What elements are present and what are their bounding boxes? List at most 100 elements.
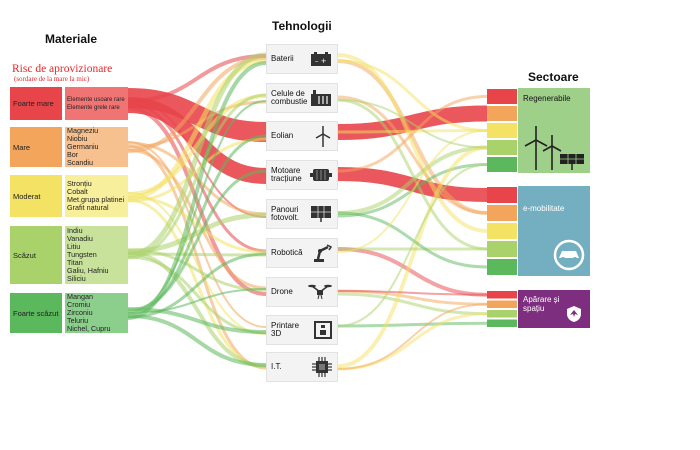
fuel-cell-icon [311, 90, 331, 106]
robot-arm-icon [314, 244, 332, 262]
flow-layer [127, 52, 488, 371]
tech-label: Robotică [271, 248, 303, 257]
risk-level-label: Scăzut [10, 226, 62, 284]
flow-ribbon [337, 292, 488, 316]
risk-chip [487, 157, 517, 172]
material-item: Scandiu [67, 158, 93, 167]
material-item: Litiu [67, 242, 81, 251]
flow-ribbon [127, 192, 267, 335]
material-item: Indiu [67, 226, 83, 235]
flow-ribbon [337, 163, 488, 327]
defense-icon [567, 306, 581, 322]
risk-chip [487, 291, 517, 299]
material-item: Zirconiu [67, 308, 93, 317]
risk-chip [487, 205, 517, 221]
material-item: Bor [67, 150, 79, 159]
sector-label: Regenerabile [523, 94, 571, 103]
material-item: Stronțiu [67, 179, 92, 188]
tech-node-drones: Drone [266, 277, 338, 307]
flow-ribbon [337, 59, 488, 215]
tech-node-robotics: Robotică [266, 238, 338, 268]
risk-chip [487, 259, 517, 275]
flow-ribbon [337, 95, 488, 173]
flow-ribbon [337, 98, 488, 251]
flow-ribbon [127, 288, 267, 314]
risk-chip [487, 89, 517, 104]
material-item: Cobalt [67, 187, 88, 196]
flow-ribbon [127, 307, 267, 334]
technologies-header: Tehnologii [272, 19, 332, 33]
tech-node-batteries: Baterii – + [266, 44, 338, 74]
electric-car-icon [553, 239, 585, 271]
flow-ribbon [127, 93, 267, 260]
risk-chip [487, 300, 517, 308]
sector-label: e-mobilitate [523, 204, 565, 213]
flow-ribbon [127, 212, 267, 254]
material-item: Niobiu [67, 134, 88, 143]
flow-ribbon [337, 290, 488, 296]
sector-node-renewables: Regenerabile [518, 88, 590, 173]
material-item: Galiu, Hafniu [67, 266, 109, 275]
sectors-header: Sectoare [528, 70, 579, 84]
risk-chip [487, 187, 517, 203]
flow-ribbon [127, 144, 267, 370]
material-group-very-low: Foarte scăzut Mangan Cromiu Zirconiu Tel… [10, 293, 128, 333]
svg-text:– +: – + [315, 57, 327, 65]
flow-ribbon [337, 99, 488, 149]
material-item: Siliciu [67, 274, 86, 283]
flow-ribbon [337, 321, 488, 328]
flow-ribbon [127, 54, 267, 103]
flow-ribbon [127, 134, 267, 316]
material-item: Grafit natural [67, 203, 109, 212]
tech-node-fuel-cells: Celule de combustie [266, 83, 338, 113]
tech-node-wind: Eolian [266, 121, 338, 151]
flow-ribbon [337, 303, 488, 370]
tech-label: I.T. [271, 362, 282, 371]
material-item: Germaniu [67, 142, 99, 151]
material-item: Elemente usoare rare [67, 96, 125, 103]
tech-node-solar-panels: Panouri fotovolt. [266, 199, 338, 229]
risk-legend-title: Risc de aprovizionare [12, 63, 113, 75]
material-item: Cromiu [67, 300, 91, 309]
flow-ribbon [127, 106, 267, 296]
material-item: Tungsten [67, 250, 97, 259]
tech-node-it: I.T. [266, 352, 338, 382]
flow-ribbon [337, 211, 488, 269]
risk-level-label: Foarte mare [10, 87, 62, 120]
chip-icon [312, 357, 332, 377]
material-group-low: Scăzut Indiu Vanadiu Litiu Tungsten Tita… [10, 226, 128, 284]
risk-chip [487, 140, 517, 155]
risk-chip [487, 106, 517, 121]
flow-ribbon [127, 100, 267, 313]
tech-node-3d-printing: Printare 3D [266, 315, 338, 345]
tech-node-traction-motors: Motoare tracțiune [266, 160, 338, 190]
material-item: Magneziu [67, 126, 99, 135]
material-group-high: Mare Magneziu Niobiu Germaniu Bor Scandi… [10, 127, 128, 167]
risk-chip [487, 310, 517, 318]
flow-ribbon [337, 129, 488, 134]
tech-label: Baterii [271, 54, 294, 63]
sector-label: Apărare și spațiu [523, 295, 560, 313]
risk-chip [487, 123, 517, 138]
flow-ribbon [127, 248, 267, 292]
sector-node-e-mobility: e-mobilitate [518, 186, 590, 276]
tech-label: Panouri fotovolt. [271, 205, 300, 222]
material-item: Titan [67, 258, 83, 267]
tech-label: Printare 3D [271, 321, 300, 338]
flow-ribbon [337, 59, 488, 132]
flow-ribbon [127, 52, 267, 258]
flow-ribbon [127, 94, 267, 196]
material-item: Teluriu [67, 316, 89, 325]
material-item: Met.grupa platinei [67, 195, 125, 204]
risk-level-label: Moderat [10, 175, 62, 217]
tech-label: Drone [271, 287, 293, 296]
tech-label: Motoare tracțiune [271, 166, 302, 183]
material-item: Nichel, Cupru [67, 324, 111, 333]
printer-3d-icon [314, 321, 332, 339]
material-group-moderate: Moderat Stronțiu Cobalt Met.grupa platin… [10, 175, 128, 217]
motor-icon [310, 169, 332, 181]
materials-header: Materiale [45, 32, 98, 46]
risk-legend-subtitle: (sordare de la mare la mic) [14, 75, 90, 83]
flow-ribbon [337, 145, 488, 368]
